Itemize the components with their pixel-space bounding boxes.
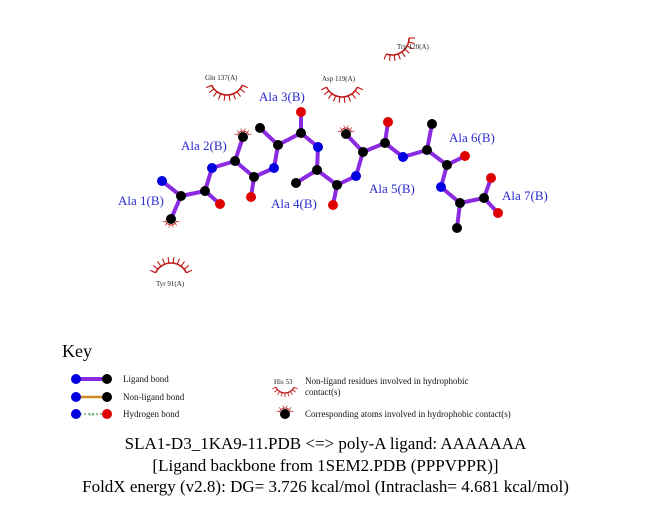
residue-label-ala3: Ala 3(B) xyxy=(259,89,305,104)
footer-line-3: FoldX energy (v2.8): DG= 3.726 kcal/mol … xyxy=(82,477,569,496)
oxygen-atom xyxy=(493,208,503,218)
hydrophobic-contact-marker xyxy=(337,125,355,133)
carbon-atom xyxy=(291,178,301,188)
residue-label-trp120: Trp 120(A) xyxy=(397,43,429,51)
key-hydrogen-bond-label: Hydrogen bond xyxy=(123,409,180,419)
key-non-ligand-residues-label: Non-ligand residues involved in hydropho… xyxy=(305,376,469,397)
oxygen-atom xyxy=(460,151,470,161)
hydrophobic-contact-marker xyxy=(234,128,252,136)
carbon-atom xyxy=(455,198,465,208)
key-nitrogen-atom xyxy=(71,374,81,384)
carbon-atom xyxy=(332,180,342,190)
nitrogen-atom xyxy=(269,163,279,173)
carbon-atom xyxy=(452,223,462,233)
residue-label-asp119: Asp 119(A) xyxy=(322,75,356,83)
footer-line-1: SLA1-D3_1KA9-11.PDB <=> poly-A ligand: A… xyxy=(124,434,527,453)
carbon-atom xyxy=(341,129,351,139)
carbon-atom xyxy=(442,160,452,170)
carbon-atom xyxy=(238,132,248,142)
carbon-atom xyxy=(380,138,390,148)
nitrogen-atom xyxy=(436,182,446,192)
key-non-ligand-bond-label: Non-ligand bond xyxy=(123,392,185,402)
carbon-atom xyxy=(422,145,432,155)
nitrogen-atom xyxy=(351,171,361,181)
key-oxygen-atom xyxy=(102,409,112,419)
carbon-atom xyxy=(312,165,322,175)
oxygen-atom xyxy=(296,107,306,117)
key-nitrogen-atom xyxy=(71,392,81,402)
residue-label-tyr91: Tyr 91(A) xyxy=(156,280,185,288)
hydrophobic-arc-tyr91 xyxy=(149,257,193,274)
carbon-atom xyxy=(358,147,368,157)
key-hydrophobic-atom xyxy=(280,409,290,419)
residue-label-ala4: Ala 4(B) xyxy=(271,196,317,211)
residue-label-ala5: Ala 5(B) xyxy=(369,181,415,196)
nitrogen-atom xyxy=(157,176,167,186)
carbon-atom xyxy=(249,172,259,182)
carbon-atom xyxy=(427,119,437,129)
carbon-atom xyxy=(479,193,489,203)
key-corresponding-atoms-label: Corresponding atoms involved in hydropho… xyxy=(305,409,511,419)
hydrophobic-arc-trp120 xyxy=(383,37,415,61)
key-hydrophobic-contact-marker xyxy=(276,405,294,413)
carbon-atom xyxy=(273,140,283,150)
carbon-atom xyxy=(166,214,176,224)
oxygen-atom xyxy=(383,117,393,127)
key-nitrogen-atom xyxy=(71,409,81,419)
residue-label-ala2: Ala 2(B) xyxy=(181,138,227,153)
hydrophobic-contact-marker xyxy=(162,220,180,228)
carbon-atom xyxy=(230,156,240,166)
carbon-atom xyxy=(255,123,265,133)
key-example-residue: His 53 xyxy=(274,378,293,386)
residue-label-ala7: Ala 7(B) xyxy=(502,188,548,203)
nitrogen-atom xyxy=(207,163,217,173)
footer-line-2: [Ligand backbone from 1SEM2.PDB (PPPVPPR… xyxy=(152,456,499,475)
residue-label-gln137: Gln 137(A) xyxy=(205,74,238,82)
key-ligand-bond-label: Ligand bond xyxy=(123,374,169,384)
carbon-atom xyxy=(296,128,306,138)
key-carbon-atom xyxy=(102,392,112,402)
hydrophobic-arc-gln137 xyxy=(205,84,249,101)
key-carbon-atom xyxy=(102,374,112,384)
oxygen-atom xyxy=(486,173,496,183)
hydrophobic-arc-asp119 xyxy=(320,86,364,103)
nitrogen-atom xyxy=(398,152,408,162)
key-hydrophobic-arc xyxy=(272,386,298,397)
carbon-atom xyxy=(200,186,210,196)
oxygen-atom xyxy=(328,200,338,210)
oxygen-atom xyxy=(215,199,225,209)
key-title: Key xyxy=(62,341,92,361)
oxygen-atom xyxy=(246,192,256,202)
nitrogen-atom xyxy=(313,142,323,152)
key-hbond-distance: 3.0 xyxy=(89,412,94,417)
carbon-atom xyxy=(176,191,186,201)
residue-label-ala6: Ala 6(B) xyxy=(449,130,495,145)
residue-label-ala1: Ala 1(B) xyxy=(118,193,164,208)
